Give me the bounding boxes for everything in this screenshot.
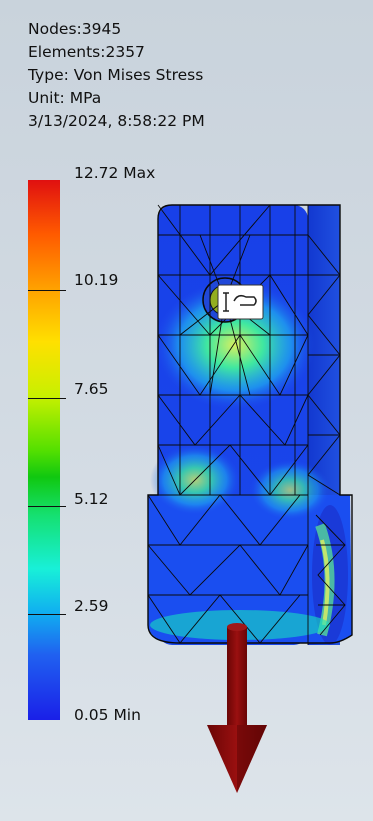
legend-tick [28, 614, 66, 615]
stress-mesh-model[interactable] [140, 195, 355, 820]
probe-label-box [217, 284, 264, 320]
legend-min-label: 0.05 Min [74, 706, 141, 724]
legend-tick [28, 398, 66, 399]
nodes-count: Nodes:3945 [28, 20, 122, 38]
result-unit: Unit: MPa [28, 89, 102, 107]
result-info-panel: Nodes:3945 Elements:2357 Type: Von Mises… [28, 18, 205, 133]
stress-color-legend-bar [28, 180, 60, 720]
legend-label: 10.19 [74, 271, 119, 289]
legend-label: 5.12 [74, 490, 109, 508]
legend-max-label: 12.72 Max [74, 164, 156, 182]
legend-tick [28, 506, 66, 507]
probe-icon [223, 292, 257, 312]
result-type: Type: Von Mises Stress [28, 66, 204, 84]
elements-count: Elements:2357 [28, 43, 145, 61]
result-timestamp: 3/13/2024, 8:58:22 PM [28, 112, 205, 130]
load-force-arrow [207, 623, 267, 793]
legend-tick [28, 290, 66, 291]
part-base [148, 495, 352, 643]
legend-label: 7.65 [74, 380, 109, 398]
legend-label: 2.59 [74, 597, 109, 615]
stress-hotspot-hole [155, 280, 315, 410]
